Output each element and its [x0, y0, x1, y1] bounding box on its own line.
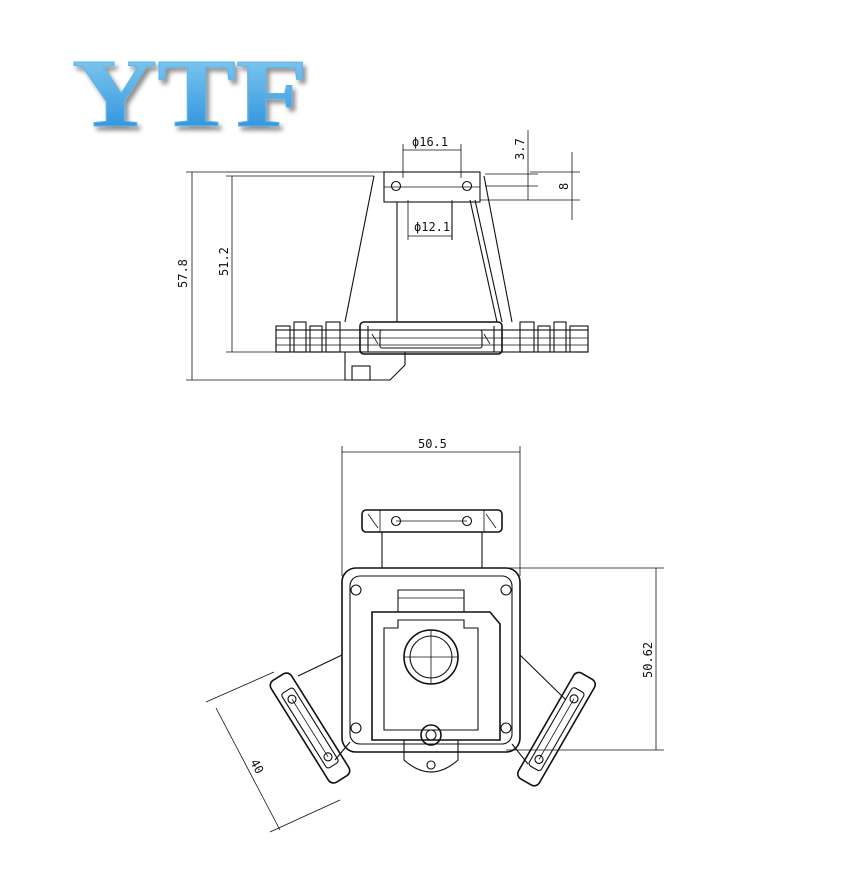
dim-small-offset: 3.7 — [513, 138, 527, 160]
dim-hole-height: 8 — [557, 183, 571, 190]
dim-depth: 50.62 — [641, 642, 655, 678]
plan-view: 50.5 50.62 40 — [205, 437, 664, 833]
dim-width: 50.5 — [418, 437, 447, 451]
dim-total-height: 57.8 — [176, 259, 190, 288]
dim-top-diameter: ϕ16.1 — [412, 135, 448, 149]
dim-inner-diameter: ϕ12.1 — [414, 220, 450, 234]
dim-body-height: 51.2 — [217, 247, 231, 276]
brand-logo: YTF — [72, 40, 308, 148]
side-elevation-view: ϕ16.1 ϕ12.1 3.7 8 57.8 51.2 — [176, 130, 589, 381]
dim-arm-length: 40 — [247, 757, 266, 776]
